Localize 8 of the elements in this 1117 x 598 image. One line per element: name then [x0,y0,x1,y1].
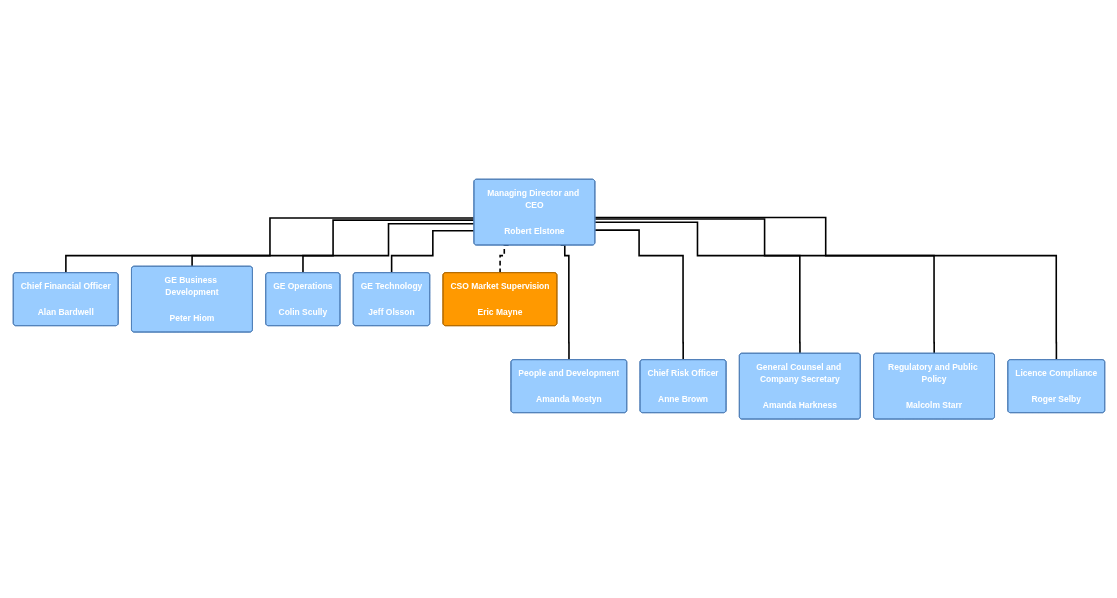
connector [190,219,475,268]
connector [593,221,801,355]
connector [593,218,935,355]
connector [390,229,475,274]
connector [593,229,684,361]
connector [593,216,1057,361]
connector [301,222,475,274]
connector [64,217,475,274]
